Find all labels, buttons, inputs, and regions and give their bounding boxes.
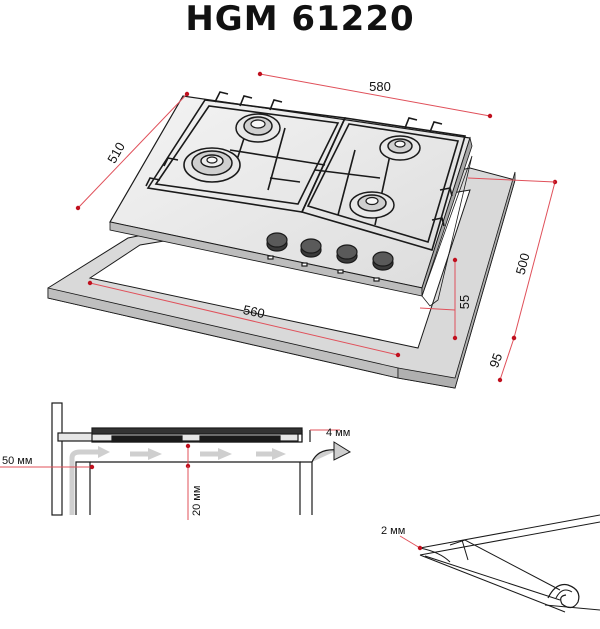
side-view	[51, 402, 352, 516]
dimension-lines	[75, 71, 558, 383]
burner-rear-left	[235, 113, 281, 143]
dim-offset-label: 95	[486, 351, 505, 370]
seal-thickness-label: 2 мм	[381, 525, 405, 537]
seal-leader-line	[399, 535, 423, 551]
knob-4	[372, 251, 394, 282]
burner-rear-right	[379, 135, 421, 161]
knob-2	[300, 238, 322, 267]
knob-1	[266, 232, 288, 260]
burner-front-left-wok	[183, 147, 241, 183]
seal-detail	[419, 514, 600, 613]
dim-depth-label: 510	[104, 140, 128, 166]
burners	[183, 113, 421, 219]
dim-height-label: 500	[513, 251, 533, 276]
dim-width-label: 580	[369, 79, 391, 94]
clearance-bottom-label: 20 мм	[191, 486, 203, 516]
burner-front-right	[349, 191, 395, 219]
hob-body	[109, 95, 473, 307]
side-dimension-lines	[0, 429, 340, 520]
knob-3	[336, 244, 358, 274]
clearance-side-label: 50 мм	[2, 455, 32, 467]
gap-right-label: 4 мм	[326, 427, 350, 439]
dim-cutout-width-label: 560	[242, 302, 266, 321]
dim-cutout-depth-label: 55	[457, 295, 472, 309]
control-knobs	[266, 232, 394, 282]
product-title: HGM 61220	[185, 0, 415, 39]
